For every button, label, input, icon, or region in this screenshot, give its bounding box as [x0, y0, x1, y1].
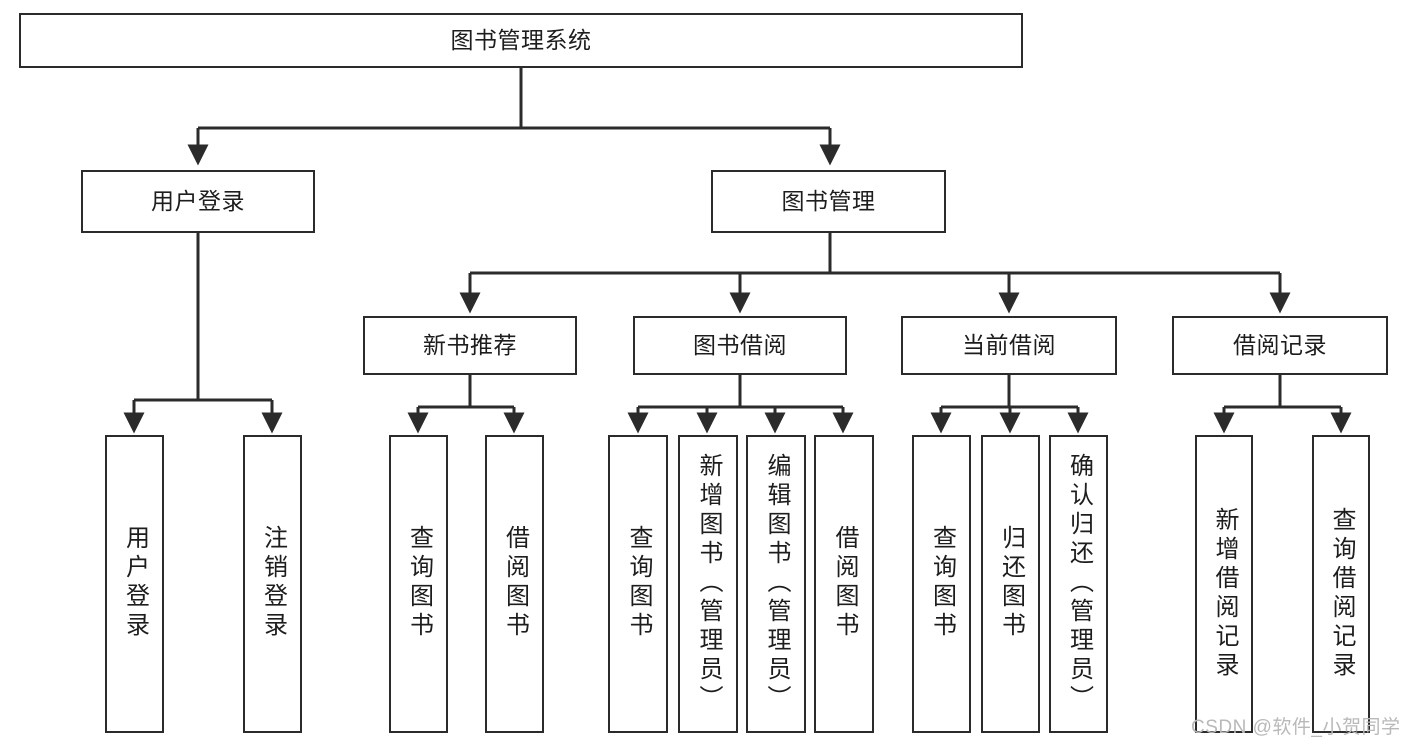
node-root[interactable]: 图书管理系统 [19, 13, 1023, 68]
node-book-borrow[interactable]: 图书借阅 [633, 316, 847, 375]
node-leaf-add-book-label: 新增图书（管理员） [695, 453, 722, 714]
node-leaf-return-book[interactable]: 归还图书 [981, 435, 1040, 733]
node-leaf-add-book[interactable]: 新增图书（管理员） [678, 435, 738, 733]
node-new-book-recommend-label: 新书推荐 [423, 331, 517, 358]
node-leaf-return-book-label: 归还图书 [997, 525, 1025, 641]
node-current-borrow-label: 当前借阅 [962, 331, 1056, 358]
node-leaf-user-login[interactable]: 用户登录 [105, 435, 164, 733]
watermark-text: CSDN @软件_小贺同学 [1191, 717, 1401, 738]
node-leaf-query-book-2[interactable]: 查询图书 [608, 435, 668, 733]
node-root-label: 图书管理系统 [450, 26, 592, 53]
node-leaf-query-record-label: 查询借阅记录 [1328, 507, 1355, 681]
node-leaf-borrow-book-1[interactable]: 借阅图书 [485, 435, 544, 733]
node-leaf-query-book-1[interactable]: 查询图书 [389, 435, 448, 733]
node-leaf-confirm-return-label: 确认归还（管理员） [1065, 453, 1093, 714]
node-leaf-user-logout-label: 注销登录 [259, 525, 287, 641]
node-current-borrow[interactable]: 当前借阅 [901, 316, 1117, 375]
node-leaf-user-logout[interactable]: 注销登录 [243, 435, 302, 733]
node-leaf-edit-book[interactable]: 编辑图书（管理员） [746, 435, 806, 733]
node-book-manage-label: 图书管理 [781, 187, 876, 214]
node-leaf-edit-book-label: 编辑图书（管理员） [763, 453, 790, 714]
node-leaf-borrow-book-1-label: 借阅图书 [501, 525, 529, 641]
node-leaf-query-record[interactable]: 查询借阅记录 [1312, 435, 1370, 733]
node-leaf-confirm-return[interactable]: 确认归还（管理员） [1049, 435, 1108, 733]
node-leaf-add-record[interactable]: 新增借阅记录 [1195, 435, 1253, 733]
node-book-borrow-label: 图书借阅 [693, 331, 787, 358]
node-leaf-query-book-2-label: 查询图书 [625, 525, 652, 641]
node-leaf-user-login-label: 用户登录 [121, 525, 149, 641]
node-leaf-add-record-label: 新增借阅记录 [1211, 507, 1238, 681]
node-leaf-borrow-book-2-label: 借阅图书 [831, 525, 858, 641]
node-user-login[interactable]: 用户登录 [81, 170, 315, 233]
node-leaf-query-book-1-label: 查询图书 [405, 525, 433, 641]
node-borrow-record-label: 借阅记录 [1233, 331, 1327, 358]
node-user-login-label: 用户登录 [151, 187, 245, 214]
node-leaf-borrow-book-2[interactable]: 借阅图书 [814, 435, 874, 733]
node-borrow-record[interactable]: 借阅记录 [1172, 316, 1388, 375]
node-leaf-query-book-3[interactable]: 查询图书 [912, 435, 971, 733]
node-new-book-recommend[interactable]: 新书推荐 [363, 316, 577, 375]
node-leaf-query-book-3-label: 查询图书 [928, 525, 956, 641]
node-book-manage[interactable]: 图书管理 [711, 170, 946, 233]
